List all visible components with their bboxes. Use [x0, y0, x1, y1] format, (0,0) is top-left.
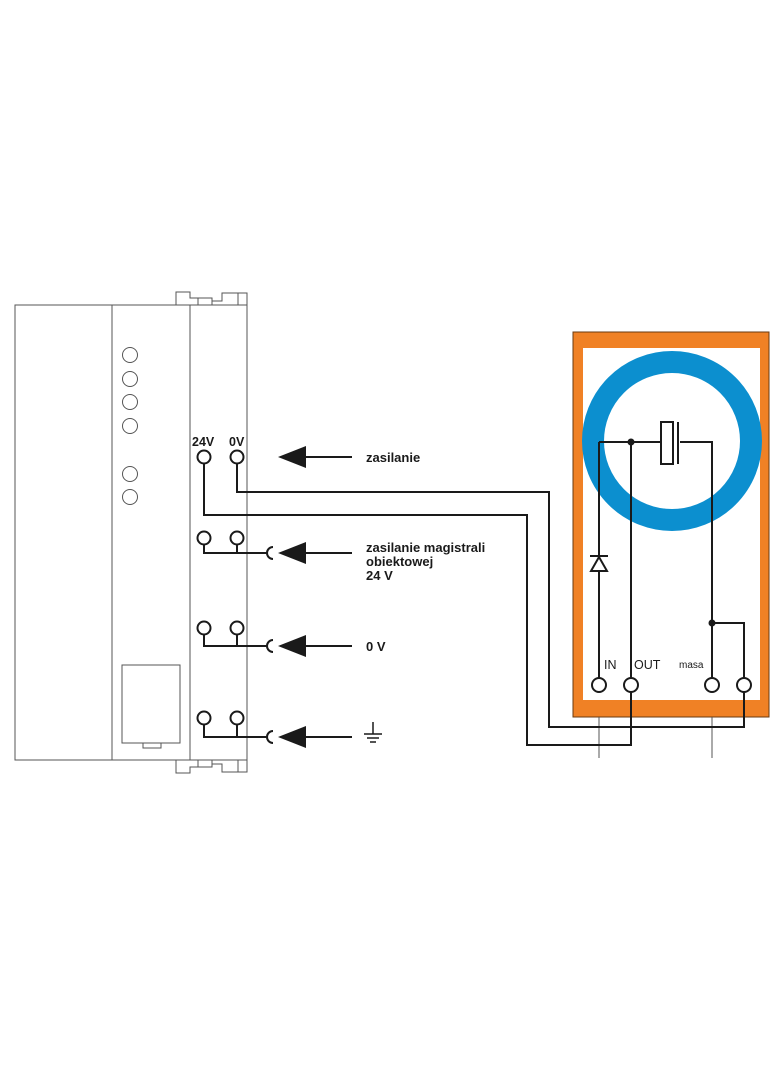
- arrow-zero: [278, 635, 352, 657]
- terminal-fieldbus-a: [196, 530, 212, 546]
- label-supply: zasilanie: [366, 450, 420, 465]
- arrow-supply: [278, 446, 352, 468]
- device-label-in: IN: [604, 658, 617, 672]
- label-0v: 0V: [229, 435, 245, 449]
- terminal-fieldbus-b: [229, 530, 245, 546]
- module-body: [14, 304, 191, 761]
- ground-symbol-icon: [364, 722, 382, 743]
- device-terminal-out: [623, 677, 639, 693]
- terminal-zero-b: [229, 620, 245, 636]
- bottom-clip: [175, 760, 248, 774]
- plug-zero: [266, 639, 274, 653]
- device-label-out: OUT: [634, 658, 661, 672]
- arrow-fieldbus: [278, 542, 352, 564]
- arrow-ground: [278, 726, 352, 748]
- junction-ground: [708, 619, 716, 627]
- status-led-1: [122, 347, 138, 363]
- label-zero-volt: 0 V: [366, 639, 386, 654]
- ground-wire: [711, 622, 745, 678]
- status-led-5: [122, 466, 138, 482]
- diode-icon: [589, 554, 609, 572]
- wire-0v-to-ground: [236, 463, 745, 728]
- zero-bridge: [203, 634, 268, 647]
- terminal-24v: [196, 449, 212, 465]
- plug-pe: [266, 730, 274, 744]
- label-24v: 24V: [192, 435, 215, 449]
- bus-module: [14, 291, 248, 774]
- status-led-6: [122, 489, 138, 505]
- status-led-4: [122, 418, 138, 434]
- sensor-device: [572, 331, 770, 718]
- config-port-latch: [142, 742, 162, 749]
- device-terminal-ground-2: [736, 677, 752, 693]
- terminal-0v: [229, 449, 245, 465]
- wire-24v-to-out: [203, 463, 632, 746]
- terminal-pe-b: [229, 710, 245, 726]
- sensing-ring: [582, 351, 762, 531]
- device-terminal-ground: [704, 677, 720, 693]
- label-fieldbus-3: 24 V: [366, 568, 393, 583]
- device-label-ground: masa: [679, 660, 704, 671]
- status-led-3: [122, 394, 138, 410]
- label-fieldbus-1: zasilanie magistrali: [366, 540, 485, 555]
- status-led-2: [122, 371, 138, 387]
- sensor-capacitor-icon: [660, 421, 674, 465]
- top-clip: [175, 291, 248, 305]
- device-terminal-in: [591, 677, 607, 693]
- terminal-zero-a: [196, 620, 212, 636]
- label-fieldbus-2: obiektowej: [366, 554, 433, 569]
- plug-fieldbus: [266, 546, 274, 560]
- fieldbus-bridge: [203, 544, 268, 554]
- terminal-pe-a: [196, 710, 212, 726]
- pe-bridge: [203, 724, 268, 738]
